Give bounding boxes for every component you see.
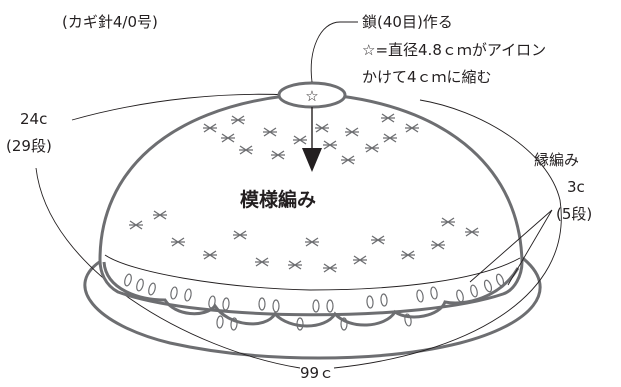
edging-eyelets [124,273,505,331]
edging-boundary [104,254,521,291]
crown-line [71,93,289,121]
pattern-stitches-upper [203,113,419,165]
star-note-line1: ☆=直径4.8ｃｍがアイロン [362,41,546,59]
hook-note: (カギ針4/0号) [62,13,158,31]
star-symbol: ☆ [305,87,318,105]
height-label-line2: (29段) [6,137,52,155]
pattern-stitches-lower [129,210,479,273]
direction-arrow-head [302,148,322,172]
edging-label-line2: 3c [567,178,585,196]
pattern-label: 模様編み [240,188,316,211]
circumference-line [35,99,562,369]
edging-label-line3: (5段) [556,205,592,223]
edging-label-line1: 縁編み [534,151,579,169]
star-note-line2: かけて4ｃｍに縮む [362,68,492,86]
chain-label: 鎖(40目)作る [362,13,453,31]
edging-pointer-lines [469,209,553,286]
chain-leader-line [310,21,358,83]
circumference-label: 99ｃ [300,364,334,382]
brim-outer-outline [83,254,542,360]
height-label-line1: 24c [20,110,47,128]
